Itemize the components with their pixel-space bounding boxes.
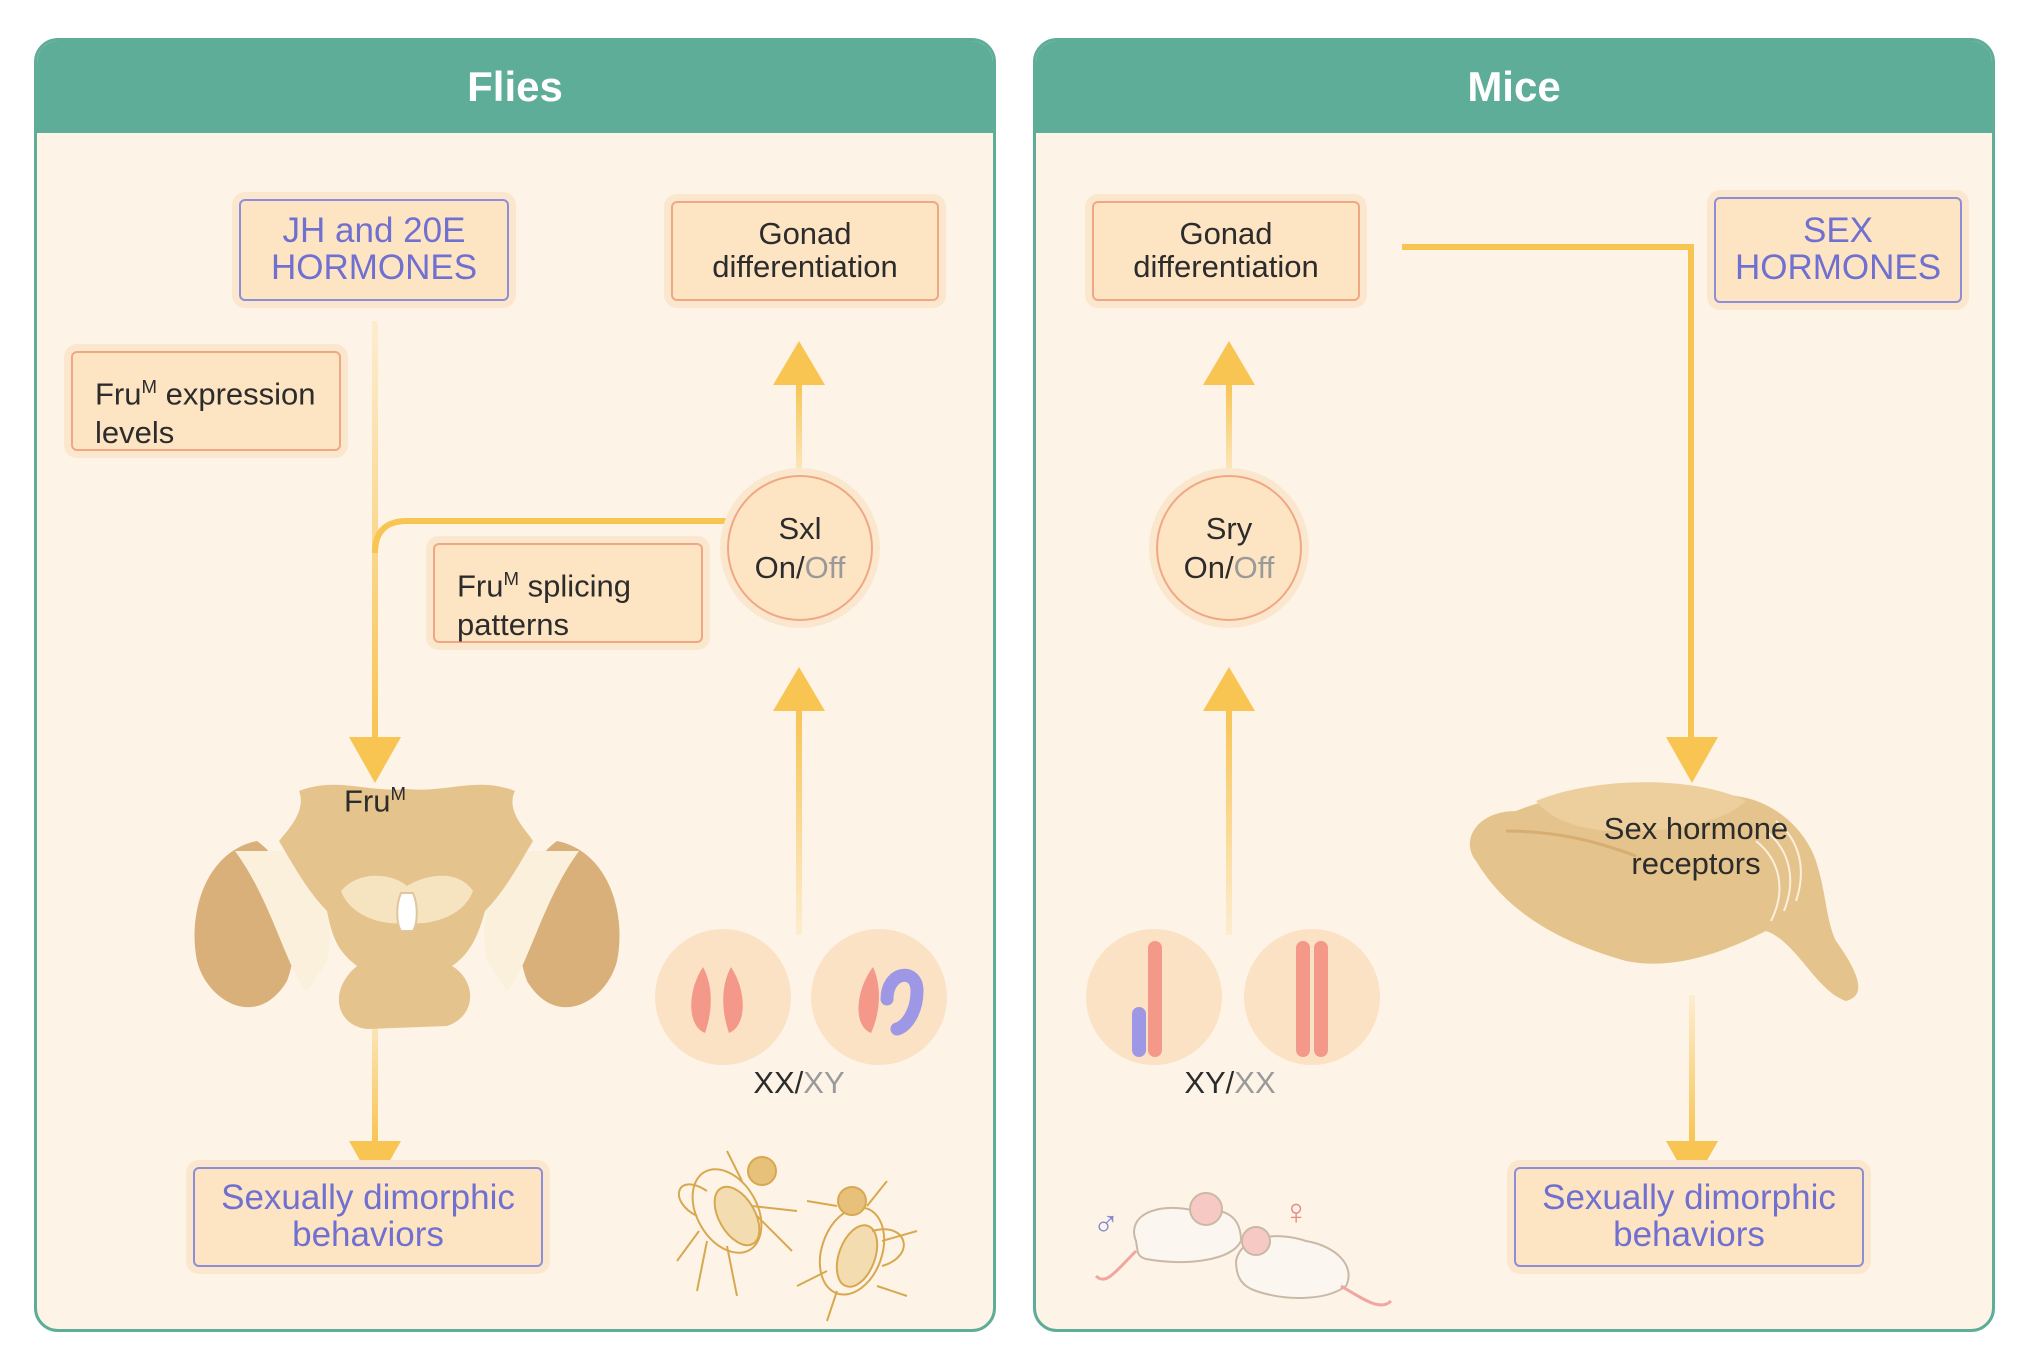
sex-hormones-line2: HORMONES xyxy=(1734,248,1942,287)
mice-outcome-box: Sexually dimorphic behaviors xyxy=(1514,1167,1864,1267)
fly-icon xyxy=(676,1150,798,1297)
fly-icon xyxy=(796,1180,918,1322)
gonad-line2: differentiation xyxy=(712,249,898,284)
brain-label-line1: Sex hormone xyxy=(1603,811,1789,846)
sxl-state: On/Off xyxy=(754,550,846,585)
arrow-icon xyxy=(1203,341,1255,489)
mouse-icon xyxy=(1094,1192,1243,1281)
mouse-icon xyxy=(1234,1226,1393,1307)
sex-hormones-line1: SEX xyxy=(1802,211,1874,251)
chromosome-icon xyxy=(1086,929,1222,1065)
outcome-line2: behaviors xyxy=(1613,1215,1765,1254)
chromosome-icon xyxy=(1244,929,1380,1065)
mouse-brain-label: Sex hormone receptors xyxy=(1576,811,1816,881)
outcome-line2: behaviors xyxy=(292,1215,444,1254)
fru-splicing-line2: patterns xyxy=(457,607,570,643)
female-symbol-icon: ♀ xyxy=(1282,1191,1310,1232)
gonad-line1: Gonad xyxy=(1179,216,1273,252)
hormones-box: JH and 20E HORMONES xyxy=(239,199,509,301)
gonad-line1: Gonad xyxy=(758,216,852,252)
arrow-icon xyxy=(773,341,825,489)
arrow-icon xyxy=(773,667,825,935)
mouse-karyotype: XY/XX xyxy=(1184,1065,1276,1100)
outcome-line1: Sexually dimorphic xyxy=(1542,1178,1836,1218)
brain-label: FruM xyxy=(344,783,406,819)
chromosome-icon xyxy=(811,929,947,1065)
flies-outcome-box: Sexually dimorphic behaviors xyxy=(193,1167,543,1267)
arrow-icon xyxy=(1203,667,1255,935)
mice-panel: Mice xyxy=(1033,38,1995,1332)
arrow-icon xyxy=(349,321,401,783)
mouse-brain-icon xyxy=(1469,782,1859,1001)
fly-karyotype: XX/XY xyxy=(753,1065,845,1100)
mice-diagram-graphics xyxy=(1086,244,1859,1307)
arrow-icon xyxy=(1402,244,1718,783)
hormones-line1: JH and 20E xyxy=(282,211,466,251)
mice-title: Mice xyxy=(1036,41,1992,133)
sxl-circle: Sxl On/Off xyxy=(727,475,873,621)
mice-gonad-box: Gonad differentiation xyxy=(1092,201,1360,301)
chromosome-icon xyxy=(655,929,791,1065)
hormones-line2: HORMONES xyxy=(270,248,478,287)
gonad-box: Gonad differentiation xyxy=(671,201,939,301)
flies-diagram-graphics xyxy=(194,321,947,1322)
sex-hormones-box: SEX HORMONES xyxy=(1714,197,1962,303)
arrow-icon xyxy=(372,518,727,554)
sry-state: On/Off xyxy=(1183,550,1275,585)
arrow-icon xyxy=(349,995,401,1187)
fru-splicing-line1: FruM splicing xyxy=(457,568,631,604)
sry-name: Sry xyxy=(1205,511,1253,546)
fly-brain-icon xyxy=(194,784,620,1029)
fru-splicing-box: FruM splicing patterns xyxy=(433,543,703,643)
fru-expression-line2: levels xyxy=(95,415,175,451)
flies-panel: Flies xyxy=(34,38,996,1332)
gonad-line2: differentiation xyxy=(1133,249,1319,284)
sry-circle: Sry On/Off xyxy=(1156,475,1302,621)
flies-title: Flies xyxy=(37,41,993,133)
fru-expression-line1: FruM expression xyxy=(95,376,316,412)
male-symbol-icon: ♂ xyxy=(1092,1203,1120,1244)
sxl-name: Sxl xyxy=(778,511,822,546)
fru-expression-box: FruM expression levels xyxy=(71,351,341,451)
arrow-icon xyxy=(1666,995,1718,1187)
outcome-line1: Sexually dimorphic xyxy=(221,1178,515,1218)
brain-label-line2: receptors xyxy=(1631,846,1761,881)
